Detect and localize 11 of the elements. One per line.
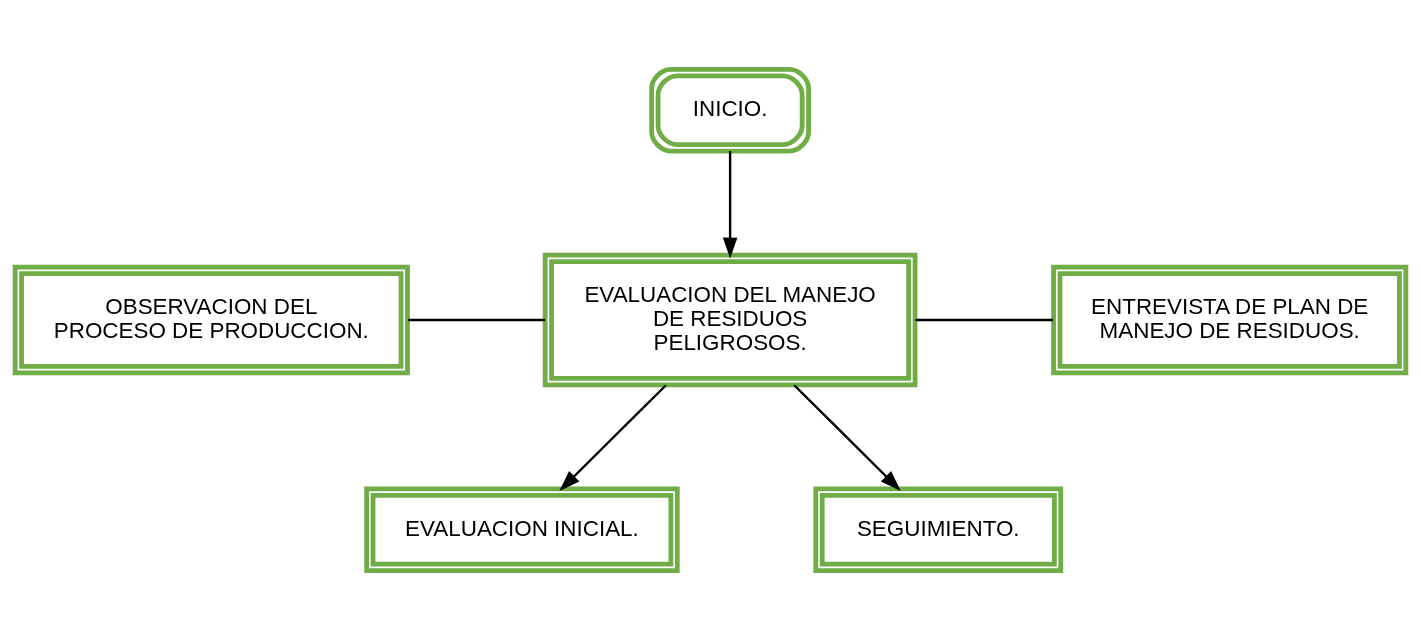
- node-box: OBSERVACION DEL PROCESO DE PRODUCCION.: [12, 264, 410, 375]
- connector: [407, 318, 546, 321]
- node-box: ENTREVISTA DE PLAN DE MANEJO DE RESIDUOS.: [1051, 264, 1409, 375]
- node-box: SEGUIMIENTO.: [813, 486, 1064, 573]
- arrow: [722, 150, 738, 258]
- node-box: EVALUACION INICIAL.: [364, 486, 680, 573]
- node-box: INICIO.: [649, 66, 811, 153]
- node-box: EVALUACION DEL MANEJO DE RESIDUOS PELIGROSOS.: [542, 252, 918, 387]
- arrow: [793, 383, 901, 491]
- connector: [915, 318, 1053, 321]
- arrow: [559, 383, 667, 491]
